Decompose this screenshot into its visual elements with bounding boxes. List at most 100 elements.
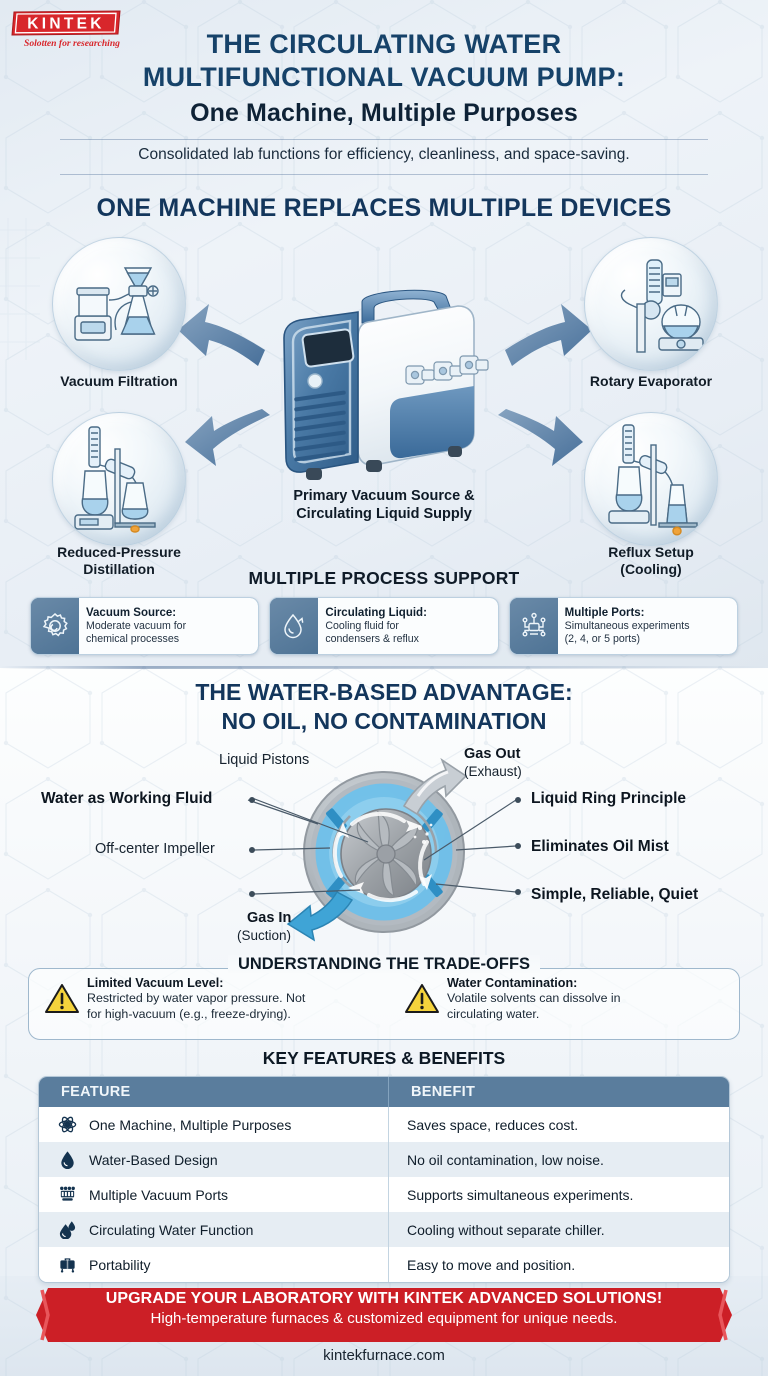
table-header-row: FEATURE BENEFIT (39, 1077, 729, 1107)
table-cell-feature: Water-Based Design (89, 1151, 218, 1168)
website-url[interactable]: kintekfurnace.com (323, 1347, 445, 1364)
warning-triangle-icon (45, 984, 79, 1013)
pump-blue-band (390, 386, 474, 459)
warning-triangle-icon (405, 984, 439, 1013)
distillation-icon (74, 426, 156, 533)
subtitle-rule-bottom (60, 174, 708, 175)
gas-in-pipe (286, 891, 354, 942)
svg-text:Solotten for researching: Solotten for researching (24, 38, 120, 49)
cta-line-2: High-temperature furnaces & customized e… (150, 1310, 618, 1327)
bubble-label-distillation: Reduced-Pressure Distillation (19, 544, 219, 577)
bubble-vacuum-filtration[interactable] (52, 237, 186, 371)
title-line-1: THE CIRCULATING WATER (206, 29, 562, 59)
card-desc-vacuum-source-2: chemical processes (86, 632, 180, 645)
table-cell-benefit: No oil contamination, low noise. (407, 1151, 604, 1168)
multi-port-icon (509, 598, 558, 654)
card-title-vacuum-source: Vacuum Source: (86, 606, 177, 619)
table-cell-feature: Multiple Vacuum Ports (89, 1186, 229, 1203)
arrow-group (178, 304, 592, 466)
vacuum-pump-image[interactable] (262, 282, 510, 482)
card-circulating-liquid[interactable]: Circulating Liquid: Cooling fluid for co… (269, 597, 499, 655)
table-cell-feature: One Machine, Multiple Purposes (89, 1116, 292, 1133)
card-vacuum-source[interactable]: Vacuum Source: Moderate vacuum for chemi… (30, 597, 260, 655)
card-desc-circulating-liquid-2: condensers & reflux (325, 632, 419, 645)
header-subtitle: Consolidated lab functions for efficienc… (138, 146, 630, 163)
bubble-label-rotary-evaporator: Rotary Evaporator (589, 373, 713, 389)
pump-label-line2: Circulating Liquid Supply (296, 506, 472, 523)
label-water-working-fluid: Water as Working Fluid (41, 790, 213, 807)
bubble-label-vacuum-filtration: Vacuum Filtration (60, 373, 178, 389)
droplet-icon (55, 1150, 79, 1169)
vacuum-filtration-icon (74, 267, 159, 341)
label-gas-out-sub: (Exhaust) (464, 764, 522, 779)
table-cell-benefit: Supports simultaneous experiments. (407, 1186, 634, 1203)
table-row[interactable]: Multiple Vacuum Ports Supports simultane… (39, 1177, 729, 1212)
gas-out-pipe (402, 757, 468, 816)
pump-feet (306, 446, 462, 480)
tradeoff-title-water-contamination: Water Contamination: (447, 976, 578, 990)
label-gas-in: Gas In (247, 910, 292, 926)
bubble-reflux-setup[interactable] (584, 412, 718, 546)
bubble-rotary-evaporator[interactable] (584, 237, 718, 371)
ports-manifold-icon (55, 1185, 79, 1204)
pump-vent-grille (294, 390, 346, 462)
advantage-heading: THE WATER-BASED ADVANTAGE: NO OIL, NO CO… (0, 678, 768, 737)
tradeoff-desc-limited-vacuum-2: for high-vacuum (e.g., freeze-drying). (87, 1006, 291, 1021)
table-row[interactable]: Water-Based Design No oil contamination,… (39, 1142, 729, 1177)
reflux-label-line2: (Cooling) (620, 560, 682, 577)
bubble-reduced-pressure-distillation[interactable] (52, 412, 186, 546)
tradeoff-item-water-contamination: Water Contamination: Volatile solvents c… (404, 976, 734, 1022)
tradeoff-desc-limited-vacuum-1: Restricted by water vapor pressure. Not (87, 991, 306, 1006)
table-row[interactable]: Portability Easy to move and position. (39, 1247, 729, 1282)
card-title-circulating-liquid: Circulating Liquid: (325, 606, 427, 619)
subtitle-rule-top (60, 139, 708, 140)
page-title: THE CIRCULATING WATER MULTIFUNCTIONAL VA… (0, 28, 768, 128)
gear-vacuum-icon (31, 598, 79, 654)
bubble-label-reflux: Reflux Setup (Cooling) (551, 544, 751, 577)
kintek-logo[interactable]: KINTEK Solotten for researching (8, 8, 126, 52)
tradeoff-desc-water-contamination-2: circulating water. (447, 1006, 540, 1021)
label-off-center-impeller: Off-center Impeller (95, 841, 215, 857)
table-cell-benefit: Saves space, reduces cost. (407, 1116, 579, 1133)
arrow-down-left (185, 409, 270, 466)
tradeoff-item-limited-vacuum: Limited Vacuum Level: Restricted by wate… (44, 976, 384, 1022)
card-desc-circulating-liquid-1: Cooling fluid for (325, 619, 399, 632)
advantage-heading-line2: NO OIL, NO CONTAMINATION (221, 708, 547, 735)
card-desc-multiple-ports-2: (2, 4, or 5 ports) (564, 632, 641, 645)
section-divider (0, 666, 768, 669)
card-desc-multiple-ports-1: Simultaneous experiments (564, 619, 690, 632)
card-desc-vacuum-source-1: Moderate vacuum for (86, 619, 187, 632)
reflux-icon (608, 424, 698, 536)
pump-ports (405, 355, 489, 385)
double-droplet-icon (55, 1220, 79, 1239)
card-multiple-ports[interactable]: Multiple Ports: Simultaneous experiments… (508, 597, 738, 655)
table-row[interactable]: One Machine, Multiple Purposes Saves spa… (39, 1107, 729, 1142)
label-gas-in-sub: (Suction) (237, 928, 292, 943)
tradeoff-desc-water-contamination-1: Volatile solvents can dissolve in (447, 991, 621, 1006)
rotary-evaporator-icon (620, 259, 704, 353)
label-liquid-pistons: Liquid Pistons (219, 752, 310, 768)
process-support-heading: MULTIPLE PROCESS SUPPORT (248, 568, 520, 588)
label-eliminates-oil-mist: Eliminates Oil Mist (531, 838, 669, 855)
arrow-down-right (498, 409, 583, 466)
tradeoff-title-limited-vacuum: Limited Vacuum Level: (87, 976, 224, 990)
pump-power-button (307, 373, 323, 389)
liquid-ring-pump-illustration (247, 757, 521, 942)
svg-text:KINTEK: KINTEK (27, 16, 105, 33)
table-cell-benefit: Cooling without separate chiller. (407, 1221, 605, 1238)
title-line-2: MULTIFUNCTIONAL VACUUM PUMP: (142, 62, 626, 93)
distillation-label-line1: Reduced-Pressure (57, 544, 181, 560)
replaces-heading: ONE MACHINE REPLACES MULTIPLE DEVICES (96, 194, 672, 222)
label-liquid-ring-principle: Liquid Ring Principle (531, 790, 686, 807)
cta-line-1: UPGRADE YOUR LABORATORY WITH KINTEK ADVA… (105, 1290, 663, 1307)
cta-ribbon[interactable] (32, 1286, 736, 1344)
table-cell-benefit: Easy to move and position. (407, 1256, 576, 1273)
table-cell-feature: Portability (89, 1256, 151, 1273)
tradeoffs-box (28, 968, 740, 1040)
label-simple-reliable-quiet: Simple, Reliable, Quiet (531, 886, 699, 903)
reflux-label-line1: Reflux Setup (608, 544, 694, 560)
pump-display-screen (301, 328, 355, 368)
table-row[interactable]: Circulating Water Function Cooling witho… (39, 1212, 729, 1247)
label-gas-out: Gas Out (464, 746, 521, 762)
tradeoffs-heading: UNDERSTANDING THE TRADE-OFFS (0, 955, 768, 974)
